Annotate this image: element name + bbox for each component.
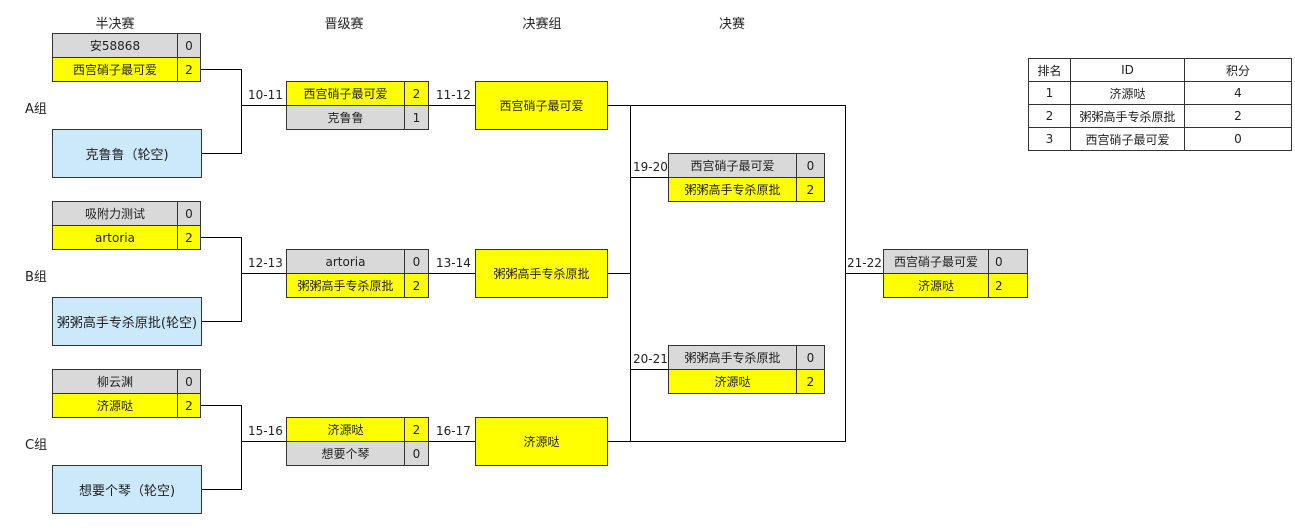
match-1-top-score: 0 [796,153,825,178]
ranking-header-points: 积分 [1184,58,1292,82]
semi-c-bottom-score: 2 [177,393,201,418]
promo-b-bottom-score: 2 [404,273,429,298]
connector [202,153,242,154]
ranking-points: 2 [1184,104,1292,128]
finals-group-c-time: 16-17 [436,424,471,438]
connector [608,105,846,106]
ranking-rank: 3 [1028,127,1071,151]
promo-c-top-name: 济源哒 [286,417,405,442]
header-finals-group: 决赛组 [522,17,562,32]
ranking-row: 3 西宫硝子最可爱 0 [1028,127,1292,151]
promo-b-top-name: artoria [286,249,405,274]
semi-b-bottom-name: artoria [52,225,178,250]
connector [201,237,242,238]
semi-a-top-score: 0 [177,33,201,58]
semi-c-bottom-name: 济源哒 [52,393,178,418]
finals-group-b-time: 13-14 [436,256,471,270]
ranking-table: 排名 ID 积分 1 济源哒 4 2 粥粥高手专杀原批 2 3 西宫硝子最可爱 … [1028,58,1292,151]
promo-a-bottom-score: 1 [404,105,429,130]
match-3-time: 21-22 [847,256,882,270]
ranking-id: 济源哒 [1070,81,1185,105]
match-1-time: 19-20 [633,160,668,174]
connector [241,237,242,322]
ranking-points: 0 [1184,127,1292,151]
semi-a-bottom-score: 2 [177,57,201,82]
ranking-rank: 1 [1028,81,1071,105]
match-2-top-score: 0 [796,345,825,370]
promo-b-bottom-name: 粥粥高手专杀原批 [286,273,405,298]
header-final: 决赛 [718,17,745,32]
ranking-header-id: ID [1070,58,1185,82]
connector [845,273,883,274]
semi-c-top-name: 柳云渊 [52,369,178,394]
connector [202,489,242,490]
match-2-top-name: 粥粥高手专杀原批 [668,345,797,370]
match-3-top-name: 西宫硝子最可爱 [883,249,989,274]
semi-b-bottom-score: 2 [177,225,201,250]
connector [241,273,287,274]
connector [241,69,242,154]
promo-a-top-name: 西宫硝子最可爱 [286,81,405,106]
header-promotion: 晋级赛 [324,17,364,32]
connector [429,273,476,274]
finals-group-a: 西宫硝子最可爱 [475,81,608,130]
ranking-header-row: 排名 ID 积分 [1028,58,1292,82]
ranking-id: 粥粥高手专杀原批 [1070,104,1185,128]
connector [630,369,668,370]
promo-c-time: 15-16 [248,424,283,438]
connector [241,105,287,106]
match-3-bottom-name: 济源哒 [883,273,989,298]
finals-group-b: 粥粥高手专杀原批 [475,249,608,298]
semi-c-bye: 想要个琴（轮空) [52,465,202,514]
promo-c-bottom-name: 想要个琴 [286,441,405,466]
finals-group-a-time: 11-12 [436,88,471,102]
connector [202,321,242,322]
ranking-header-rank: 排名 [1028,58,1071,82]
connector [241,441,287,442]
semi-a-bottom-name: 西宫硝子最可爱 [52,57,178,82]
match-3-top-score: 0 [988,249,1028,274]
match-1-top-name: 西宫硝子最可爱 [668,153,797,178]
connector [630,177,668,178]
semi-a-top-name: 安58868 [52,33,178,58]
semi-c-top-score: 0 [177,369,201,394]
connector [429,105,476,106]
promo-c-bottom-score: 0 [404,441,429,466]
header-semifinal: 半决赛 [95,17,135,32]
semi-b-bye: 粥粥高手专杀原批(轮空) [52,297,202,346]
semi-b-top-name: 吸附力测试 [52,201,178,226]
connector [429,441,476,442]
ranking-points: 4 [1184,81,1292,105]
connector [608,441,846,442]
ranking-id: 西宫硝子最可爱 [1070,127,1185,151]
match-2-time: 20-21 [633,352,668,366]
promo-b-top-score: 0 [404,249,429,274]
promo-a-time: 10-11 [248,88,283,102]
finals-group-c: 济源哒 [475,417,608,466]
match-3-bottom-score: 2 [988,273,1028,298]
group-c-label: C组 [25,438,48,453]
match-2-bottom-score: 2 [796,369,825,394]
match-1-bottom-name: 粥粥高手专杀原批 [668,177,797,202]
connector [201,405,242,406]
match-2-bottom-name: 济源哒 [668,369,797,394]
promo-a-top-score: 2 [404,81,429,106]
connector [201,69,242,70]
connector [241,405,242,490]
match-1-bottom-score: 2 [796,177,825,202]
ranking-rank: 2 [1028,104,1071,128]
promo-b-time: 12-13 [248,256,283,270]
semi-b-top-score: 0 [177,201,201,226]
promo-a-bottom-name: 克鲁鲁 [286,105,405,130]
connector [630,105,631,442]
group-b-label: B组 [25,270,47,285]
ranking-row: 1 济源哒 4 [1028,81,1292,105]
promo-c-top-score: 2 [404,417,429,442]
connector [608,273,631,274]
ranking-row: 2 粥粥高手专杀原批 2 [1028,104,1292,128]
semi-a-bye: 克鲁鲁（轮空) [52,129,202,178]
group-a-label: A组 [25,102,47,117]
